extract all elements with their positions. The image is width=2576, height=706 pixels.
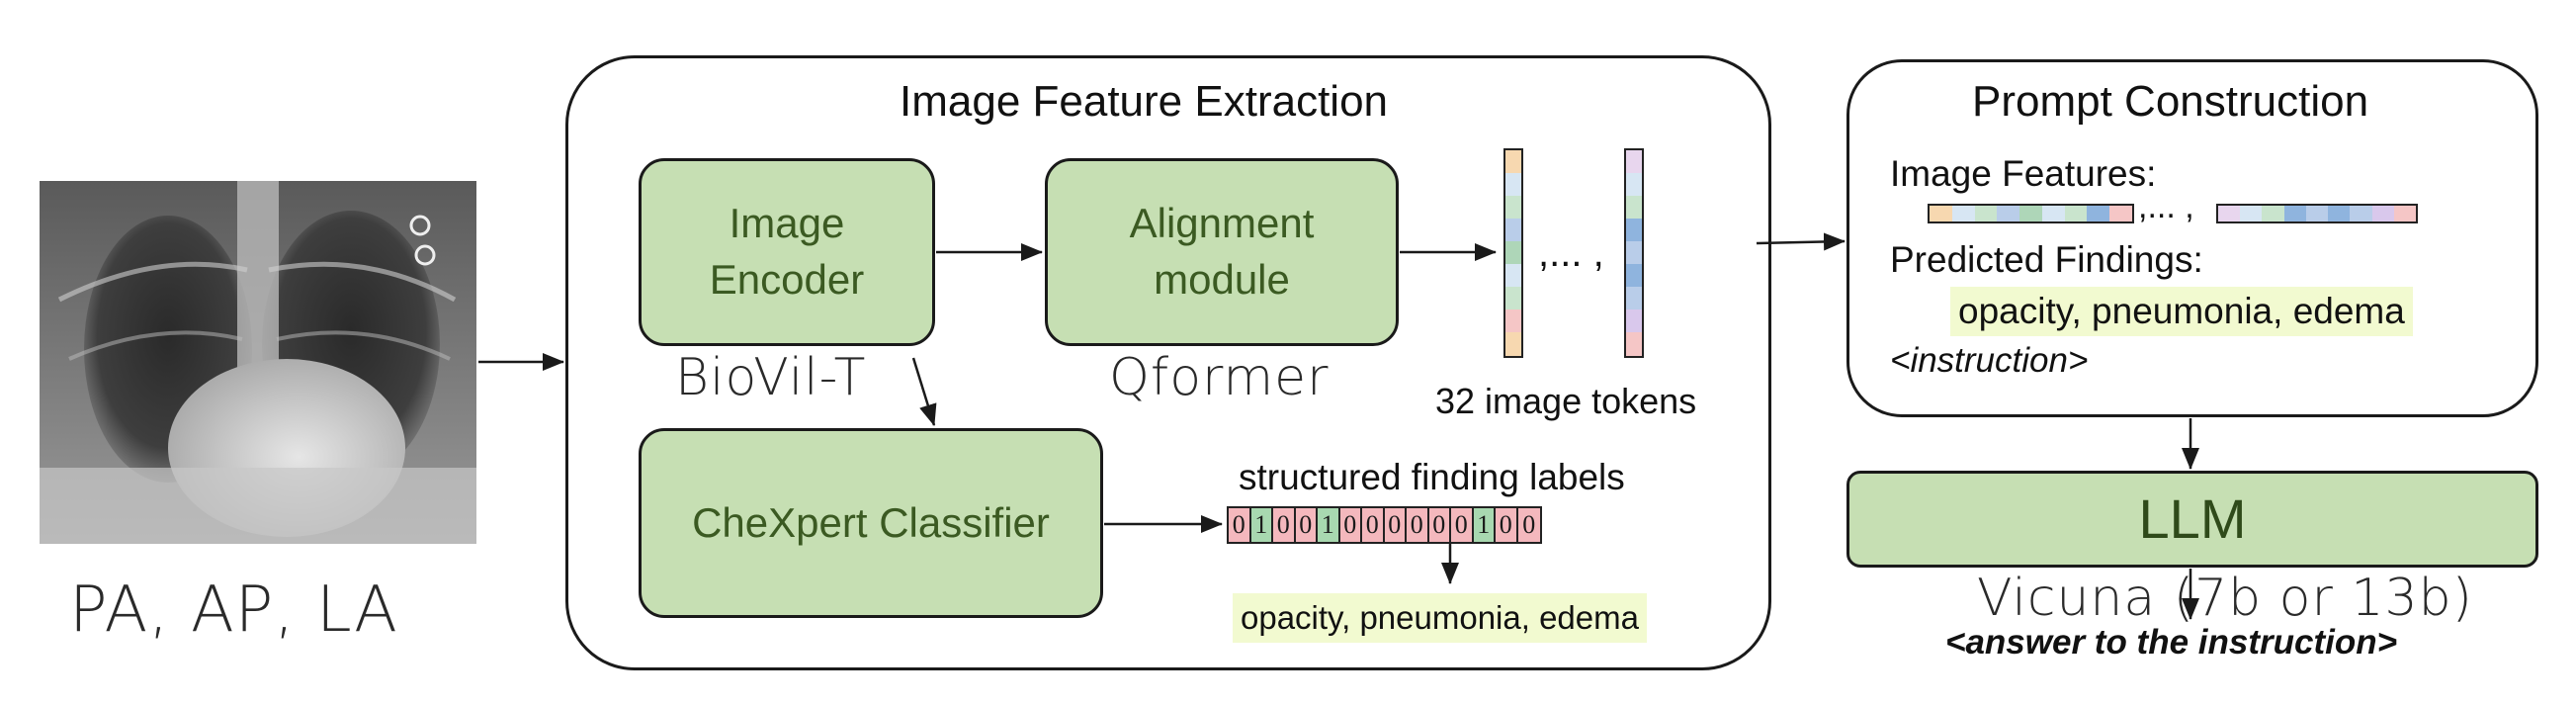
image-token-column-last <box>1624 148 1644 358</box>
llm-caption: Vicuna (7b or 13b) <box>1977 569 2473 628</box>
label-bit: 0 <box>1362 508 1385 542</box>
label-bit: 0 <box>1295 508 1318 542</box>
label-bit: 0 <box>1451 508 1474 542</box>
label-bit: 0 <box>1517 508 1540 542</box>
prompt-construction-title: Prompt Construction <box>1972 77 2369 126</box>
feature-token-row-last <box>2216 204 2418 223</box>
label-bit: 0 <box>1273 508 1296 542</box>
arrow-icon <box>911 357 937 426</box>
label-bit: 0 <box>1428 508 1451 542</box>
chexpert-classifier-label: CheXpert Classifier <box>692 498 1050 546</box>
label-bit: 1 <box>1473 508 1496 542</box>
prompt-construction-panel <box>1846 59 2538 417</box>
label-bit: 0 <box>1339 508 1362 542</box>
alignment-caption: Qformer <box>1109 348 1330 407</box>
image-encoder-label: Image Encoder <box>709 200 865 303</box>
tokens-caption: 32 image tokens <box>1435 381 1697 421</box>
features-ellipsis: ,... , <box>2138 188 2194 225</box>
structured-label-vector: 0 1 0 0 1 0 0 0 0 0 0 1 0 0 <box>1227 506 1542 544</box>
label-bit: 0 <box>1384 508 1407 542</box>
views-label: PA, AP, LA <box>69 574 398 647</box>
label-bit: 0 <box>1229 508 1251 542</box>
label-bit: 0 <box>1496 508 1518 542</box>
alignment-module-label: Alignment module <box>1129 200 1315 303</box>
image-features-label: Image Features: <box>1890 153 2157 194</box>
alignment-module-box: Alignment module <box>1045 158 1399 346</box>
image-encoder-box: Image Encoder <box>639 158 935 346</box>
image-token-column-first <box>1503 148 1523 358</box>
label-bit: 1 <box>1318 508 1340 542</box>
predicted-findings-label: Predicted Findings: <box>1890 239 2203 280</box>
arrow-icon <box>1756 232 1846 251</box>
feature-extraction-title: Image Feature Extraction <box>900 77 1389 126</box>
instruction-text: <instruction> <box>1890 341 2089 380</box>
label-bit: 0 <box>1407 508 1429 542</box>
label-bit: 1 <box>1250 508 1273 542</box>
feature-token-row-first <box>1928 204 2134 223</box>
prompt-findings-text: opacity, pneumonia, edema <box>1950 287 2413 336</box>
llm-box: LLM <box>1846 471 2538 568</box>
chexpert-classifier-box: CheXpert Classifier <box>639 428 1103 618</box>
findings-text: opacity, pneumonia, edema <box>1233 593 1647 643</box>
llm-label: LLM <box>2138 487 2247 551</box>
encoder-caption: BioVil-T <box>675 348 867 407</box>
token-ellipsis: ,... , <box>1538 231 1604 275</box>
answer-text: <answer to the instruction> <box>1945 623 2398 662</box>
chest-xray-image <box>40 181 476 544</box>
structured-labels-title: structured finding labels <box>1239 457 1625 497</box>
